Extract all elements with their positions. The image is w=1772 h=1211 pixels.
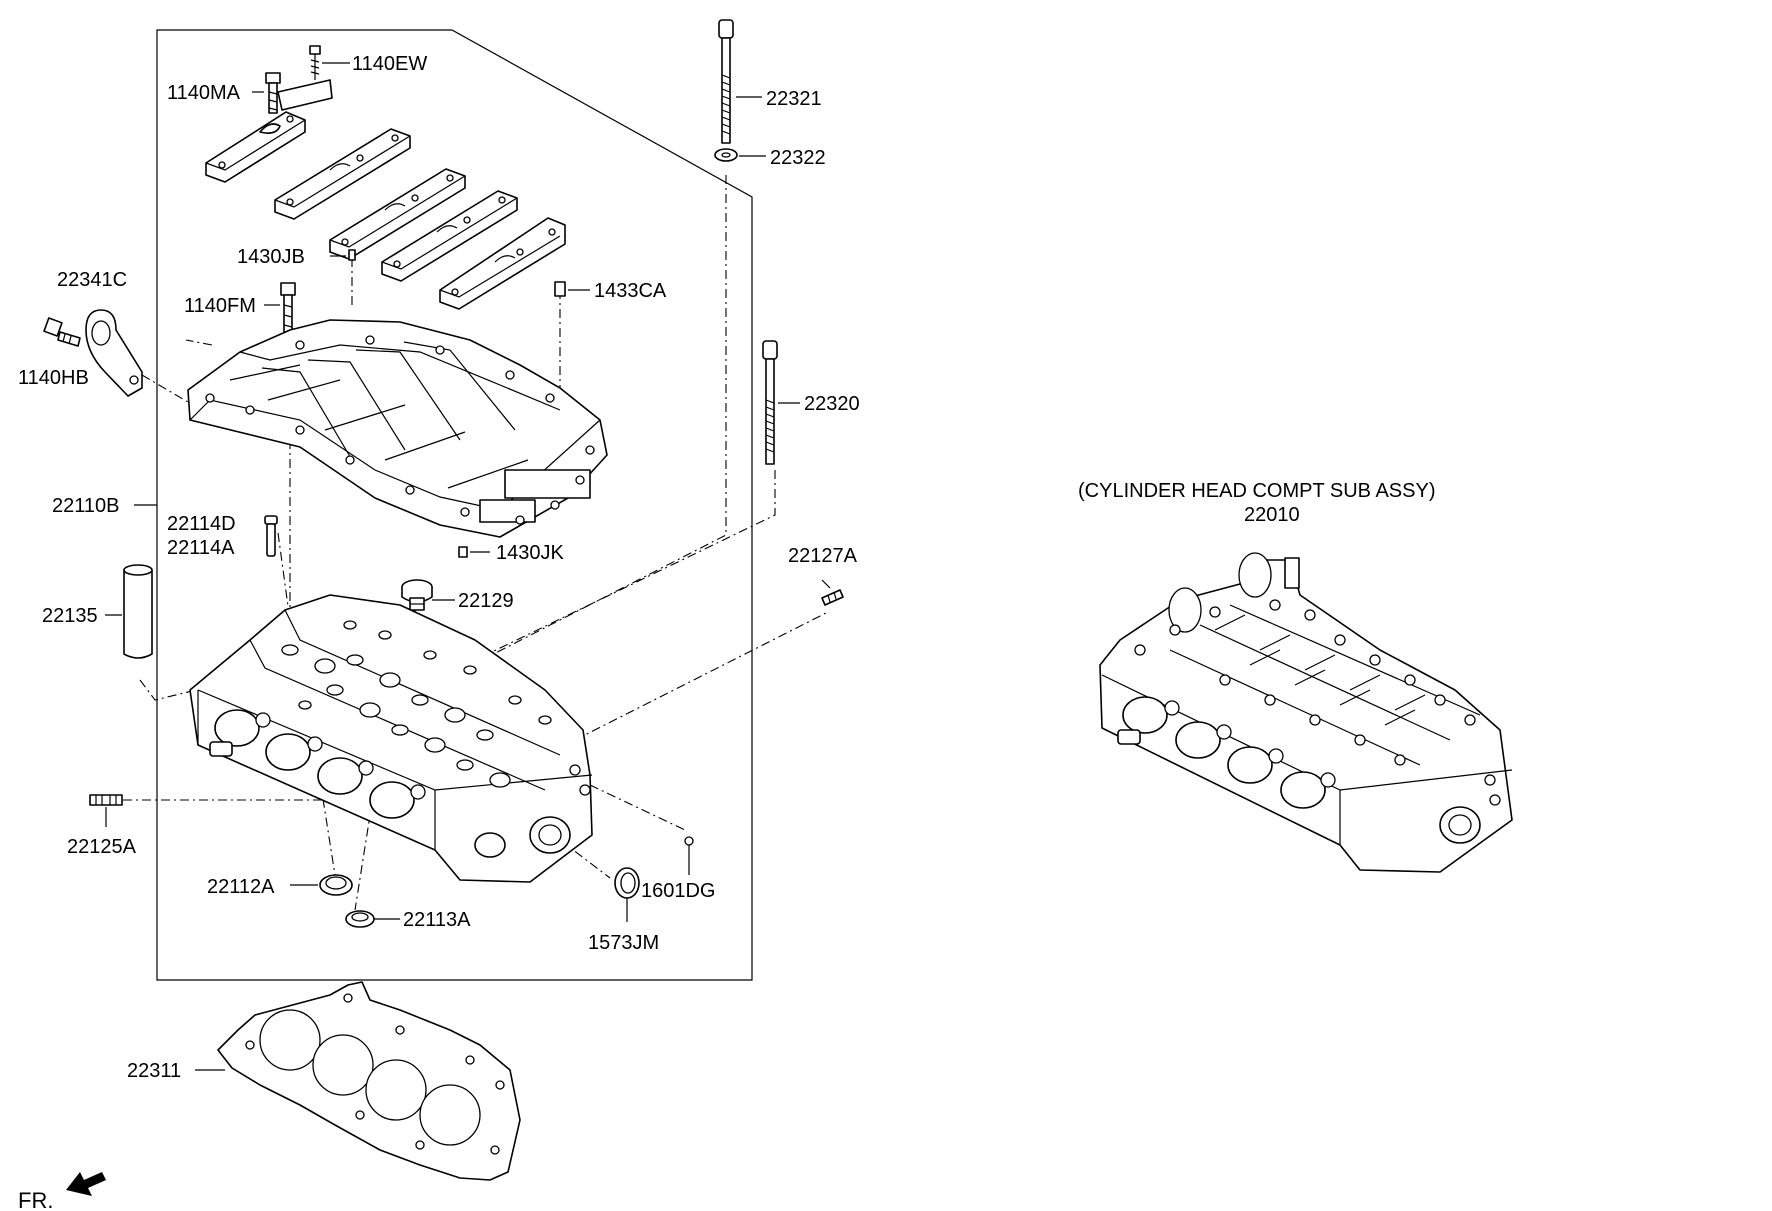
- pin-1601DG: [684, 836, 694, 846]
- bearing-cap-1: [205, 79, 333, 183]
- front-arrow-icon: [66, 1172, 106, 1196]
- plug-1430JK: [458, 546, 468, 558]
- bolt-1140EW: [309, 45, 321, 80]
- seal-22113A: [345, 910, 375, 928]
- label-22320: 22320: [804, 393, 860, 415]
- sub-assy-part: 22010: [1244, 504, 1300, 526]
- dowel-22114: [264, 515, 278, 557]
- plug-22129: [401, 579, 433, 611]
- bearing-cap-3: [329, 168, 466, 260]
- label-22127A: 22127A: [788, 545, 858, 567]
- label-22322: 22322: [770, 147, 826, 169]
- tube-22135: [123, 564, 153, 659]
- label-22112A: 22112A: [207, 876, 275, 898]
- label-1601DG: 1601DG: [641, 880, 716, 902]
- label-22113A: 22113A: [403, 909, 471, 931]
- label-1430JB: 1430JB: [237, 246, 305, 268]
- label-22341C: 22341C: [57, 269, 127, 291]
- assembly-frame: [156, 29, 753, 981]
- seal-22112A: [319, 874, 353, 896]
- bearing-cap-2: [274, 128, 411, 220]
- label-1140EW: 1140EW: [352, 53, 427, 75]
- label-22114A: 22114A: [167, 537, 235, 559]
- label-22129: 22129: [458, 590, 514, 612]
- label-22114D: 22114D: [167, 513, 236, 535]
- label-1140FM: 1140FM: [184, 295, 256, 317]
- washer-22322: [714, 148, 738, 162]
- cylinder-head: [189, 594, 593, 883]
- label-22321: 22321: [766, 88, 822, 110]
- label-22135: 22135: [42, 605, 98, 627]
- sub-assy-title: (CYLINDER HEAD COMPT SUB ASSY): [1078, 480, 1435, 502]
- label-1433CA: 1433CA: [594, 280, 667, 302]
- front-label: FR.: [18, 1188, 53, 1211]
- label-22125A: 22125A: [67, 836, 137, 858]
- seal-1573JM: [614, 867, 640, 899]
- bracket-22341C: [85, 309, 143, 397]
- head-gasket: [217, 981, 521, 1181]
- label-1140HB: 1140HB: [18, 367, 89, 389]
- bearing-cap-5: [439, 217, 566, 310]
- label-1573JM: 1573JM: [588, 932, 659, 954]
- pin-1430JB: [348, 249, 356, 261]
- head-bolt-22321: [718, 19, 734, 144]
- dowel-1433CA: [554, 281, 566, 297]
- stud-22125A: [89, 794, 123, 806]
- bolt-1140MA: [265, 72, 281, 114]
- label-1140MA: 1140MA: [167, 82, 241, 104]
- bearing-cap-4: [381, 190, 518, 282]
- bolt-1140HB: [43, 317, 81, 347]
- leader-lines: [105, 62, 831, 1071]
- part-labels: 1140EW 1140MA 22321 22322 1430JB 1433CA …: [18, 53, 1435, 1211]
- stud-22127A: [821, 589, 844, 606]
- label-1430JK: 1430JK: [496, 542, 564, 564]
- head-bolt-22320: [762, 340, 778, 465]
- cylinder-head-sub-assy: [1099, 552, 1513, 873]
- camshaft-bearing-caps: [205, 79, 566, 310]
- label-22311: 22311: [127, 1060, 181, 1082]
- label-22110B: 22110B: [52, 495, 119, 517]
- camshaft-carrier: [187, 319, 608, 538]
